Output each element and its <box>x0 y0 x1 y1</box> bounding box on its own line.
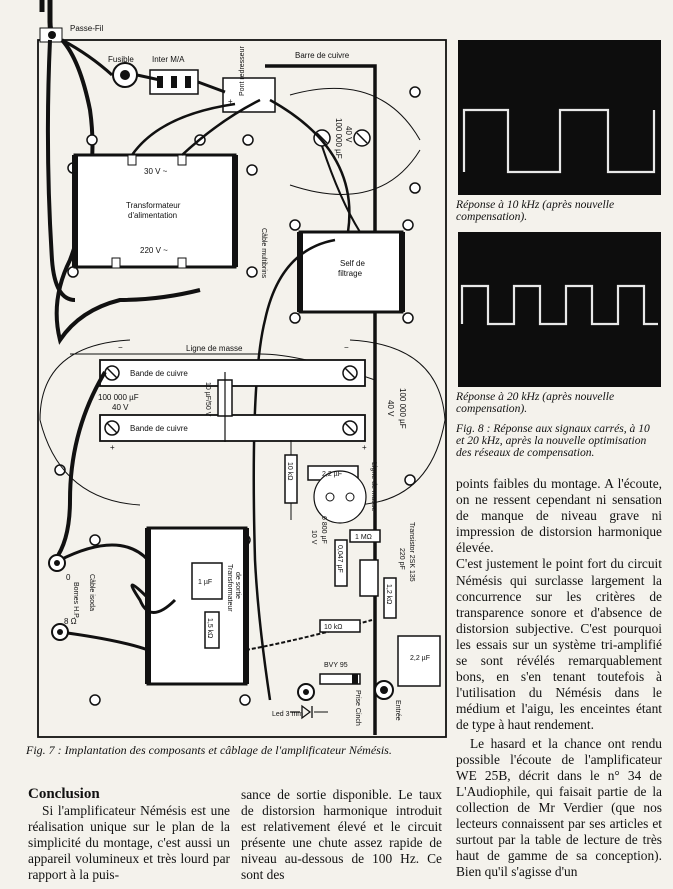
scope-image-20khz <box>458 232 661 387</box>
speaker-wire <box>53 370 107 562</box>
label-c6800: 6 800 µF <box>320 516 327 544</box>
label-ligne-masse-2: Ligne de masse <box>370 462 377 512</box>
label-cable-isoda: Câble isoda <box>88 574 95 611</box>
label-c047: 0,047 µF <box>336 545 343 573</box>
label-8ohm: 8 Ω <box>64 617 77 626</box>
column-1-paragraph: Si l'amplificateur Némésis est une réali… <box>28 803 230 883</box>
label-bande-2: Bande de cuivre <box>130 424 188 433</box>
label-entree: Entrée <box>394 700 401 721</box>
text-column-1: Si l'amplificateur Némésis est une réali… <box>28 803 230 883</box>
label-cable-multibrins: Câble multibrins <box>260 228 267 279</box>
column-3-paragraph-1: points faibles du montage. A l'écoute, o… <box>456 476 662 556</box>
label-c22b: 2,2 µF <box>410 655 430 662</box>
diode-bvy95 <box>319 673 361 685</box>
label-inter: Inter M/A <box>152 55 185 64</box>
fig8-caption: Fig. 8 : Réponse aux signaux carrés, à 1… <box>456 422 650 459</box>
label-transfo-alim-2: d'alimentation <box>128 211 177 220</box>
resistor-1-5k <box>204 611 220 649</box>
chassis-outline <box>37 39 447 738</box>
label-prise-cinch: Prise Cinch <box>354 690 361 726</box>
polarity-minus-left: − <box>118 343 123 352</box>
label-c6800v: 10 V <box>310 530 317 545</box>
label-transfo-alim-1: Transformateur <box>126 201 181 210</box>
capacitor-2-2uf-output <box>397 635 441 687</box>
label-cap-top-volt: 40 V <box>344 126 353 143</box>
label-r1m: 1 MΩ <box>355 534 372 541</box>
text-column-2: sance de sortie disponible. Le taux de d… <box>241 787 442 884</box>
label-ligne-masse: Ligne de masse <box>186 344 243 353</box>
resistor-1m <box>349 529 381 543</box>
column-3-paragraph-2: C'est justement le point fort du circuit… <box>456 556 662 733</box>
label-c22a: 2,2 µF <box>322 471 342 478</box>
label-c1uf: 1 µF <box>198 579 212 586</box>
resistor-10k-horizontal <box>319 619 361 633</box>
label-transfo-sortie-2: de sortie <box>234 572 241 599</box>
fig7-caption: Fig. 7 : Implantation des composants et … <box>26 743 392 757</box>
label-cap-right-value: 100 000 µF <box>398 388 407 429</box>
wiring-diagram: Passe-Fil Fusible Inter M/A Pont redress… <box>37 0 447 738</box>
label-passe-fil: Passe-Fil <box>70 24 104 33</box>
label-zero: 0 <box>66 573 71 582</box>
label-bande-1: Bande de cuivre <box>130 369 188 378</box>
label-transfo-sortie-1: Transformateur <box>226 564 233 612</box>
label-cap-10uf: 10 µF/50 V <box>204 382 211 417</box>
label-c220: 220 pF <box>398 548 405 570</box>
polarity-plus-right: + <box>362 443 367 452</box>
label-r12k: 1,2 kΩ <box>385 584 392 604</box>
scope1-caption: Réponse à 10 kHz (après nouvelle compens… <box>456 198 615 223</box>
capacitor-0-047uf <box>334 539 348 587</box>
capacitor-1uf <box>191 562 223 600</box>
label-r10k-a: 10 kΩ <box>286 462 293 480</box>
label-bornes-hp: Bornes H.P. <box>72 582 79 619</box>
label-led: Led 3 mm <box>272 711 303 718</box>
section-heading: Conclusion <box>28 786 100 802</box>
polarity-plus-left: + <box>110 443 115 452</box>
label-r15k: 1,5 kΩ <box>206 618 213 638</box>
polarity-minus-right: − <box>344 343 349 352</box>
transistor-2sk135 <box>359 559 379 597</box>
column-3-paragraph-3: Le hasard et la chance ont rendu possibl… <box>456 735 662 880</box>
label-cap-left-value: 100 000 µF <box>98 393 139 402</box>
text-column-3: points faibles du montage. A l'écoute, o… <box>456 476 662 880</box>
label-cap-top-value: 100 000 µF <box>334 118 343 159</box>
label-transistor: Transistor 2SK 135 <box>408 522 415 582</box>
column-2-paragraph: sance de sortie disponible. Le taux de d… <box>241 787 442 883</box>
copper-bar-top <box>265 64 377 735</box>
label-30v: 30 V ~ <box>144 167 168 176</box>
label-bvy: BVY 95 <box>324 662 348 669</box>
label-self-2: filtrage <box>338 269 363 278</box>
label-r10k-b: 10 kΩ <box>324 624 342 631</box>
label-cap-right-volt: 40 V <box>386 400 395 417</box>
resistor-1-2k <box>383 577 397 619</box>
label-cap-left-volt: 40 V <box>112 403 129 412</box>
polarity-plus: + <box>228 97 233 106</box>
scope-image-10khz <box>458 40 661 195</box>
isoda-cable <box>59 543 150 652</box>
label-fusible: Fusible <box>108 55 134 64</box>
label-pont: Pont redresseur <box>239 46 246 96</box>
capacitor-6800uf <box>313 470 367 524</box>
scope2-caption: Réponse à 20 kHz (après nouvelle compens… <box>456 390 615 415</box>
label-220v: 220 V ~ <box>140 246 168 255</box>
label-barre: Barre de cuivre <box>295 51 350 60</box>
copper-strip-2 <box>99 414 366 442</box>
label-self-1: Self de <box>340 259 365 268</box>
